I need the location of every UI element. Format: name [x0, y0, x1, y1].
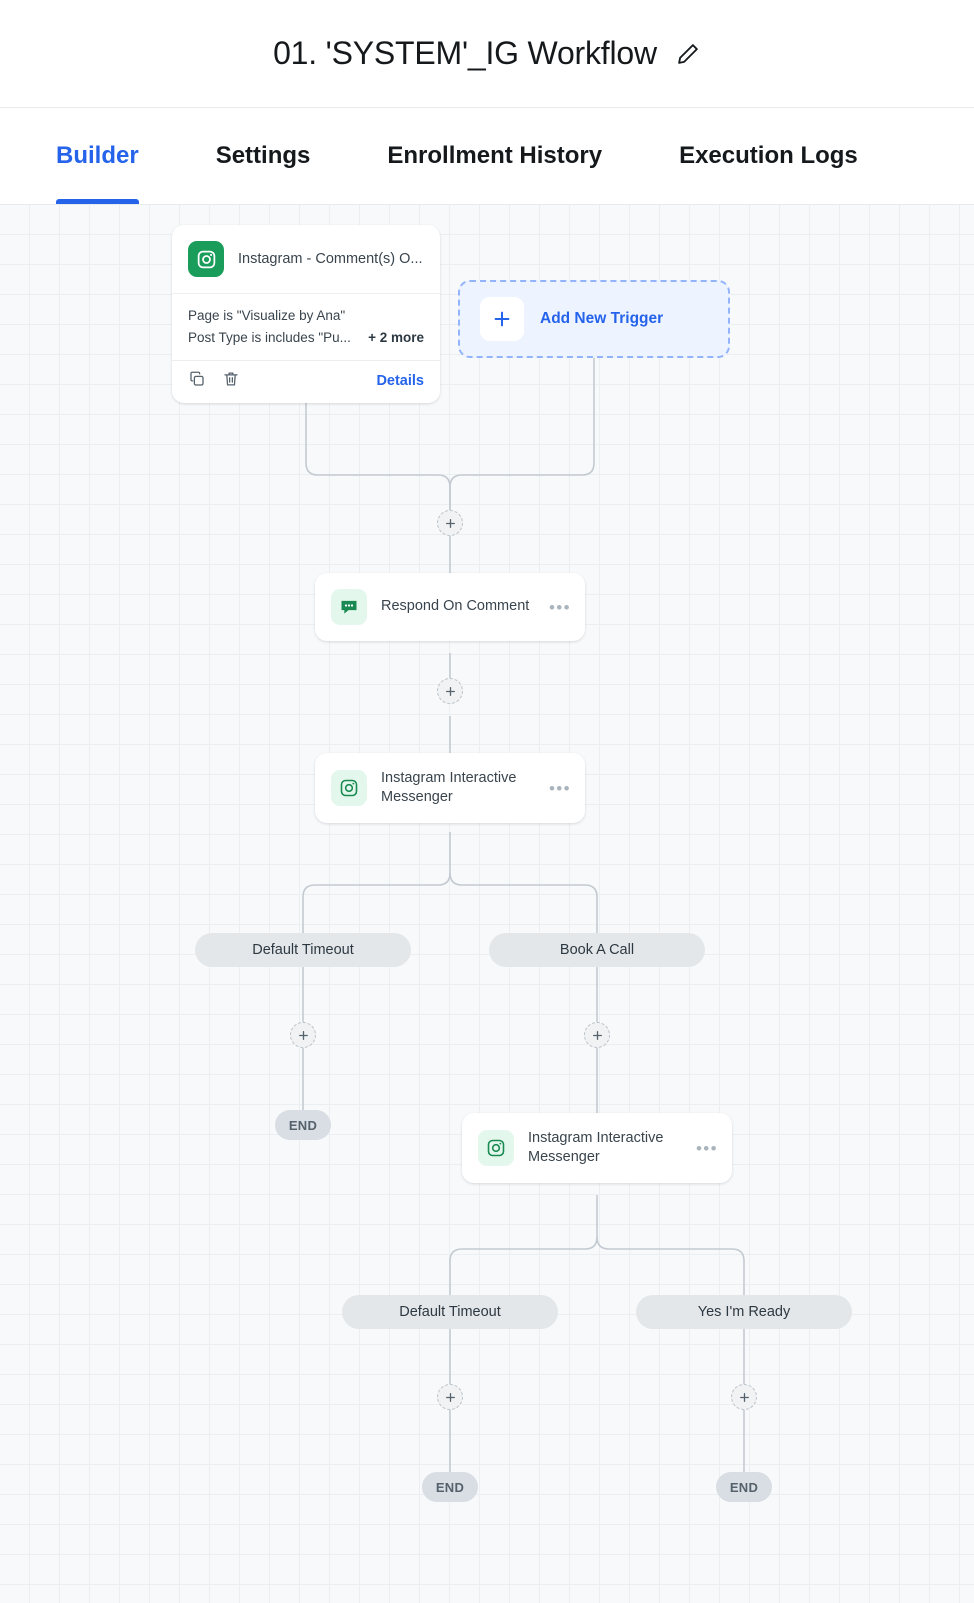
plus-icon [480, 297, 524, 341]
tab-label: Execution Logs [679, 142, 858, 169]
node-label: Respond On Comment [381, 598, 530, 615]
node-instagram-interactive-messenger[interactable]: Instagram Interactive Messenger ••• [462, 1113, 732, 1184]
page-title: 01. 'SYSTEM'_IG Workflow [273, 35, 657, 71]
branch-pill-default-timeout[interactable]: Default Timeout [342, 1295, 558, 1329]
connector-layer [302, 358, 745, 1472]
trash-icon[interactable] [222, 370, 240, 393]
end-badge: END [422, 1472, 478, 1502]
tab-execution-logs[interactable]: Execution Logs [679, 108, 858, 204]
end-label: END [288, 1117, 318, 1133]
instagram-icon [188, 241, 224, 277]
tab-enrollment-history[interactable]: Enrollment History [387, 108, 602, 204]
branch-pill-yes-im-ready[interactable]: Yes I'm Ready [636, 1295, 852, 1329]
tab-label: Settings [215, 142, 311, 169]
trigger-header: Instagram - Comment(s) O... [172, 225, 440, 294]
workflow-canvas[interactable]: Instagram - Comment(s) O... Page is "Vis… [0, 205, 974, 1603]
trigger-card[interactable]: Instagram - Comment(s) O... Page is "Vis… [172, 225, 440, 403]
instagram-icon [331, 770, 367, 807]
tab-settings[interactable]: Settings [216, 108, 311, 204]
trigger-conditions: Page is "Visualize by Ana" Post Type is … [172, 294, 440, 361]
add-step-button[interactable] [437, 510, 463, 536]
more-horizontal-icon[interactable]: ••• [695, 1138, 718, 1158]
workflow-tabs: Builder Settings Enrollment History Exec… [0, 108, 974, 205]
more-horizontal-icon[interactable]: ••• [548, 597, 571, 617]
node-label: Instagram Interactive Messenger [381, 770, 517, 806]
end-label: END [729, 1479, 759, 1495]
branch-label: Book A Call [559, 942, 635, 958]
condition-row: Page is "Visualize by Ana" [188, 305, 424, 327]
branch-label: Yes I'm Ready [697, 1304, 791, 1320]
tab-label: Enrollment History [387, 142, 603, 169]
add-step-button[interactable] [290, 1022, 316, 1048]
branch-pill-default-timeout[interactable]: Default Timeout [195, 933, 411, 967]
add-new-trigger-label: Add New Trigger [540, 310, 664, 327]
end-badge: END [275, 1110, 331, 1140]
trigger-title: Instagram - Comment(s) O... [238, 251, 423, 267]
condition-row: Post Type is includes "Pu... + 2 more [188, 327, 424, 349]
add-step-button[interactable] [731, 1384, 757, 1410]
more-horizontal-icon[interactable]: ••• [548, 778, 571, 798]
tab-label: Builder [56, 142, 139, 169]
branch-label: Default Timeout [399, 1304, 501, 1320]
node-instagram-interactive-messenger[interactable]: Instagram Interactive Messenger ••• [315, 753, 585, 824]
condition-text: Post Type is includes "Pu... [188, 330, 351, 346]
add-new-trigger-button[interactable]: Add New Trigger [458, 280, 730, 358]
condition-text: Page is "Visualize by Ana" [188, 308, 346, 323]
branch-label: Default Timeout [252, 942, 354, 958]
copy-icon[interactable] [188, 370, 206, 393]
branch-pill-book-a-call[interactable]: Book A Call [489, 933, 705, 967]
add-step-button[interactable] [437, 678, 463, 704]
condition-more-count[interactable]: + 2 more [368, 330, 424, 346]
workflow-header: 01. 'SYSTEM'_IG Workflow [0, 0, 974, 108]
details-link[interactable]: Details [376, 373, 424, 390]
end-badge: END [716, 1472, 772, 1502]
comment-bubble-icon [331, 589, 367, 625]
trigger-actions: Details [172, 361, 440, 403]
end-label: END [435, 1479, 465, 1495]
node-respond-on-comment[interactable]: Respond On Comment ••• [315, 573, 585, 641]
add-step-button[interactable] [437, 1384, 463, 1410]
add-step-button[interactable] [584, 1022, 610, 1048]
tab-builder[interactable]: Builder [56, 108, 139, 204]
pencil-icon[interactable] [675, 41, 701, 67]
instagram-icon [478, 1130, 514, 1167]
node-label: Instagram Interactive Messenger [528, 1130, 664, 1166]
